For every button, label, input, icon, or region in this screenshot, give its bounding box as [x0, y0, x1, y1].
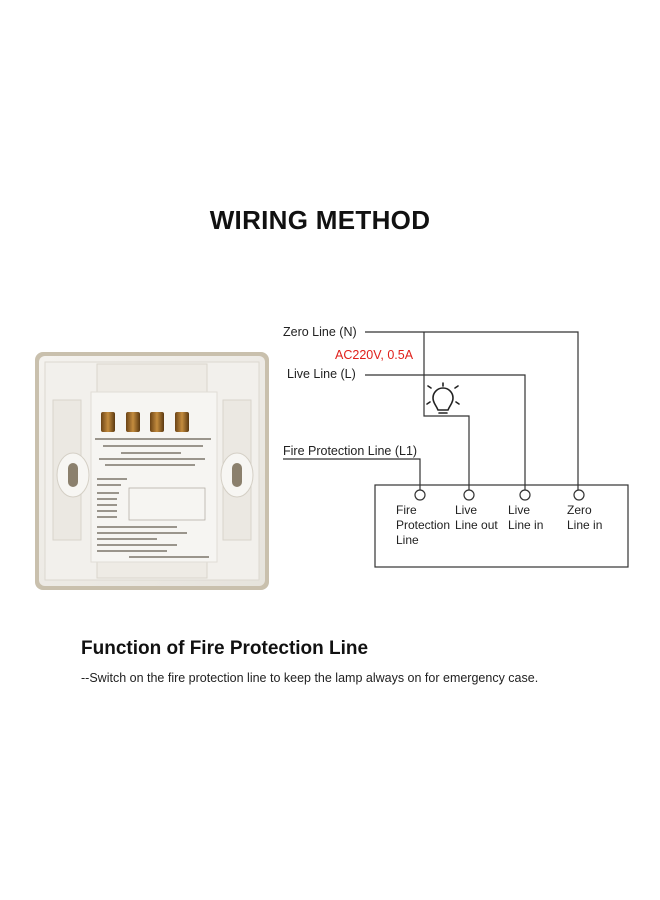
function-description: --Switch on the fire protection line to …	[81, 671, 539, 685]
terminal-fire	[414, 489, 426, 501]
live-line-wire	[365, 374, 526, 490]
switch-back-image	[35, 352, 269, 590]
terminal-label-fire: Fire Protection Line	[396, 503, 451, 547]
light-bulb-icon	[426, 382, 460, 414]
live-line-label: Live Line (L)	[287, 367, 356, 381]
page-title: WIRING METHOD	[209, 205, 431, 235]
rating-label: AC220V, 0.5A	[335, 348, 414, 362]
terminal-live-out	[463, 489, 475, 501]
terminal-zero-in	[573, 489, 585, 501]
zero-line-label: Zero Line (N)	[283, 325, 357, 339]
zero-line-wire	[365, 331, 579, 490]
terminal-live-in	[519, 489, 531, 501]
terminal-box	[374, 484, 629, 568]
terminal-label-zero-in: Zero Line in	[567, 503, 603, 532]
terminal-label-live-out: Live Line out	[455, 503, 498, 532]
fire-line-wire	[283, 458, 421, 490]
fire-line-label: Fire Protection Line (L1)	[283, 444, 418, 458]
lamp-wire	[423, 332, 470, 490]
terminal-label-live-in: Live Line in	[508, 503, 544, 532]
function-title: Function of Fire Protection Line	[81, 638, 369, 659]
